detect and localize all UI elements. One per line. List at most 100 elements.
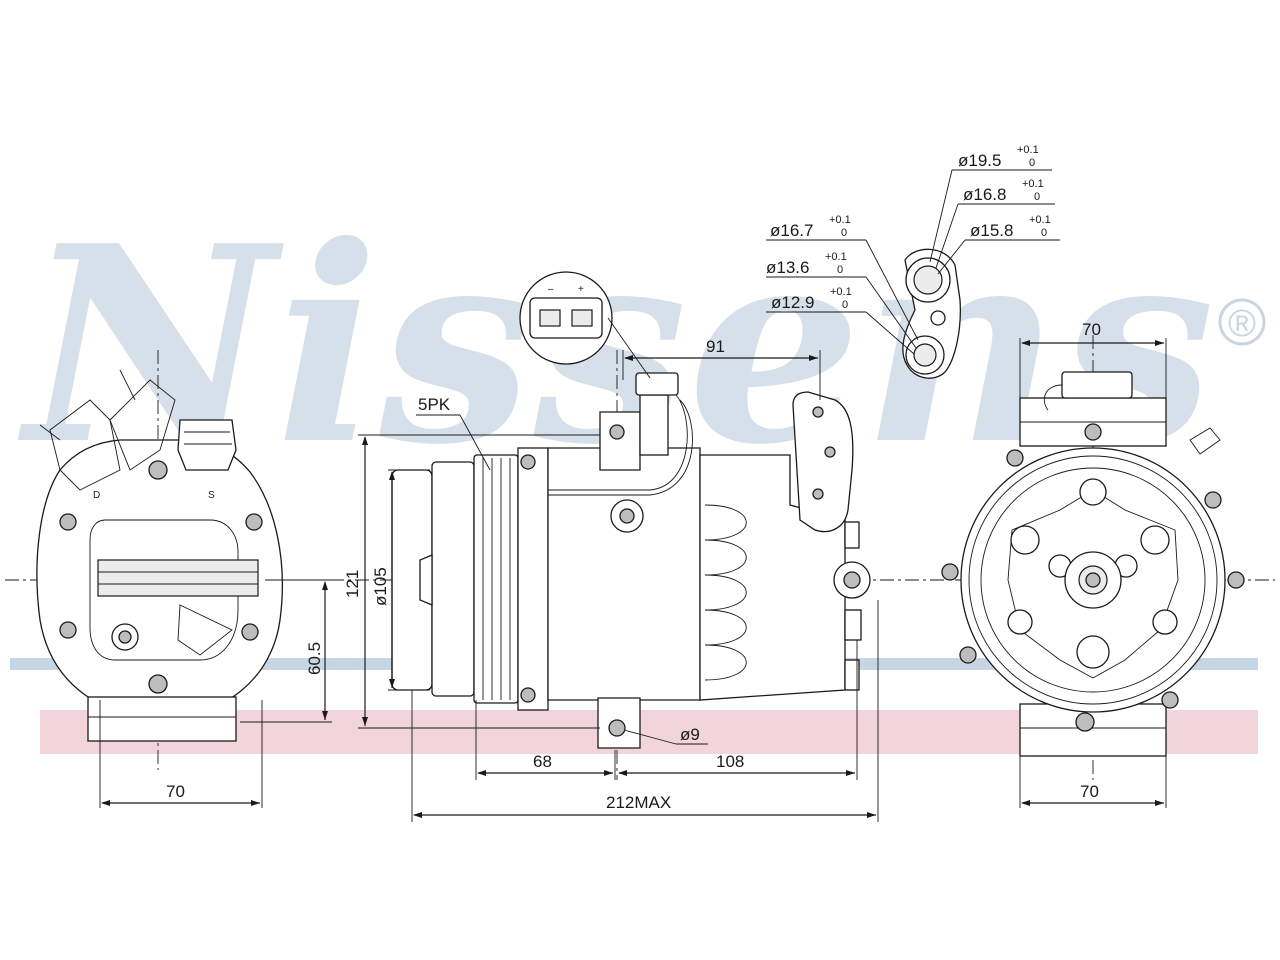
front-connector-wire [1043,384,1063,411]
d121-label: 121 [343,570,362,598]
rear-stud-mid [844,609,862,641]
suction-2-diameter: ø16.8 [963,185,1006,204]
rear-bolt-lower-right [241,623,259,641]
rear-rib [177,604,233,656]
front-bolt-ne [1204,491,1222,509]
wire [548,399,693,496]
connector-plus: + [578,284,584,295]
s1-leader [929,169,953,263]
wire-2 [548,394,688,491]
rear-block [97,559,259,597]
connector-pin-right [571,309,593,327]
front-bolt-s [1075,712,1095,732]
front-bolt-e [1227,571,1245,589]
clutch-hub [419,554,433,606]
left-width-label: 70 [166,782,185,801]
clutch-hole-upper-right [1140,525,1170,555]
ear-hole-mid [824,446,836,458]
clutch-hole-lower-left [1007,609,1033,635]
rear-mount-hole [843,571,861,589]
discharge-2-tol-lower: 0 [837,264,843,276]
front-bolt-top [520,454,536,470]
hub-nut [1085,572,1101,588]
suction-3-diameter: ø15.8 [970,221,1013,240]
connector-minus: – [548,284,554,295]
front-bolt-n [1084,423,1102,441]
front-pipe [1189,427,1221,455]
discharge-port-inner [913,343,937,367]
rear-fitting-right [109,379,176,471]
discharge-1-tol-lower: 0 [841,227,847,239]
left-height-label: 60.5 [305,642,324,675]
rear-mount-ear [792,391,854,533]
ear-hole-bottom [812,488,824,500]
belt-type-leader [459,414,491,471]
rear-view-dimensions: 70 60.5 [99,579,332,808]
right-top-label: 70 [1082,320,1101,339]
s3-leader [937,239,966,275]
side-view-dimensions: 91 121 ø105 5PK 68 108 212MAX ø9 [343,337,879,822]
clutch-hole-bottom [1076,635,1110,669]
d91-label: 91 [706,337,725,356]
d1-leader [865,239,919,341]
clutch-plate-star [1007,489,1179,679]
connector-detail: – + [519,271,651,379]
front-bolt-sw [959,646,977,664]
hole-label: ø9 [680,725,700,744]
connector-pin-left [539,309,561,327]
bottom-mount-hole [608,719,626,737]
hole-leader [623,729,677,745]
connector-leader [607,317,651,379]
rear-stud-top [844,521,860,549]
front-head [517,447,549,711]
d68-label: 68 [533,752,552,771]
pulley-grooves [473,454,519,704]
suction-port-inner [913,265,943,295]
side-view [391,372,871,749]
rear-mount-foot [87,696,237,742]
discharge-1-diameter: ø16.7 [770,221,813,240]
d108-label: 108 [716,752,744,771]
rear-view: D S [36,369,283,742]
discharge-mark: D [93,490,100,501]
wire-connector [635,372,679,396]
registered-mark: ® [1228,303,1256,345]
suction-1-tol-upper: +0.1 [1017,144,1039,156]
d105-label: ø105 [371,567,390,606]
registered-mark-circle [1218,298,1266,346]
suction-2-tol-upper: +0.1 [1022,178,1044,190]
top-mount-hole [609,424,625,440]
suction-1-tol-lower: 0 [1029,157,1035,169]
discharge-1-tol-upper: +0.1 [829,214,851,226]
rear-boss-center [118,630,132,644]
clutch-hole-upper-left [1010,525,1040,555]
rear-pipe [39,424,61,441]
connector-housing [529,297,603,339]
suction-2-tol-lower: 0 [1034,191,1040,203]
front-bolt-w [941,563,959,581]
discharge-2-tol-upper: +0.1 [825,251,847,263]
clutch-hole-lower-right [1152,609,1178,635]
body-wave [704,504,747,681]
suction-3-tol-lower: 0 [1041,227,1047,239]
compressor-body [547,447,701,701]
pulley-outer [431,461,475,697]
rear-pipe-2 [119,369,136,401]
pulley-inner-ring [980,467,1206,693]
top-mount-ear [599,411,641,471]
body-boss-center [619,508,635,524]
port-detail: ø19.5 +0.1 0 ø16.8 +0.1 0 ø15.8 +0.1 0 ø… [766,144,1060,379]
front-bolt-bottom [520,687,536,703]
rear-bolt-bottom [148,674,168,694]
rear-connector [177,419,237,471]
suction-3-tol-upper: +0.1 [1029,214,1051,226]
front-connector [1061,371,1133,399]
rear-bolt-left [59,513,77,531]
rear-fitting-left [49,399,121,491]
belt-type-label: 5PK [418,395,451,414]
valve-body [639,394,669,456]
rear-stud-bottom [844,659,860,691]
pulley-groove-ring [968,455,1218,705]
front-bolt-se [1161,691,1179,709]
